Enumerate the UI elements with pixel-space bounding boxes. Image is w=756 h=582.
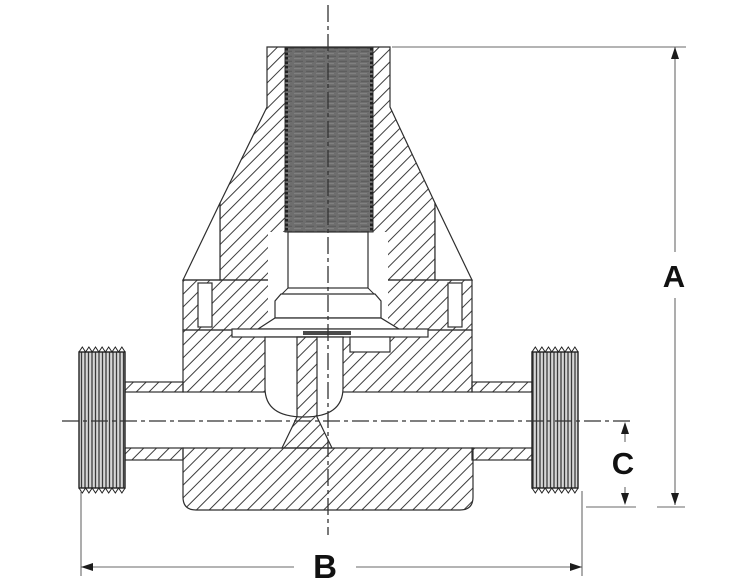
port-thread-left-group — [78, 346, 126, 494]
port-thread-right-crest-bottom — [531, 487, 579, 494]
pipe-wall-bottom-left — [124, 447, 184, 461]
pipe-wall-top-left — [124, 381, 184, 393]
body-step-detail — [349, 336, 391, 353]
dim-c-arrow-down — [621, 493, 629, 505]
bonnet-skirt-right — [434, 202, 473, 281]
flange-relief-slot-left — [197, 282, 213, 328]
dim-c-label: C — [612, 446, 634, 481]
port-thread-left — [78, 351, 126, 489]
pipe-wall-bottom-right — [471, 447, 533, 461]
port-thread-left-crest-top — [78, 346, 126, 353]
dim-b-label: B — [313, 548, 337, 582]
dim-a-label: A — [663, 259, 685, 294]
port-thread-right — [531, 351, 579, 489]
stem-thread — [284, 47, 374, 233]
dim-a-arrow-down — [671, 493, 679, 505]
dim-b-arrow-right — [570, 563, 582, 571]
dim-c-arrow-up — [621, 422, 629, 434]
plate-accent-band — [303, 331, 351, 335]
dim-a-arrow-up — [671, 47, 679, 59]
flange-relief-slot-right — [447, 282, 463, 328]
plug-assembly — [264, 336, 344, 449]
bonnet-skirt-left — [182, 202, 221, 281]
dimension-c: C — [586, 422, 636, 508]
stem-assembly — [231, 231, 429, 353]
stem-thread-group — [284, 47, 374, 233]
port-thread-left-crest-bottom — [78, 487, 126, 494]
pipe-wall-top-right — [471, 381, 533, 393]
port-thread-right-crest-top — [531, 346, 579, 353]
dimension-a: A — [392, 46, 686, 508]
dim-b-arrow-left — [81, 563, 93, 571]
port-thread-right-group — [531, 346, 579, 494]
needle-stem-and-tip — [281, 336, 333, 449]
dimension-b: B — [80, 491, 583, 582]
